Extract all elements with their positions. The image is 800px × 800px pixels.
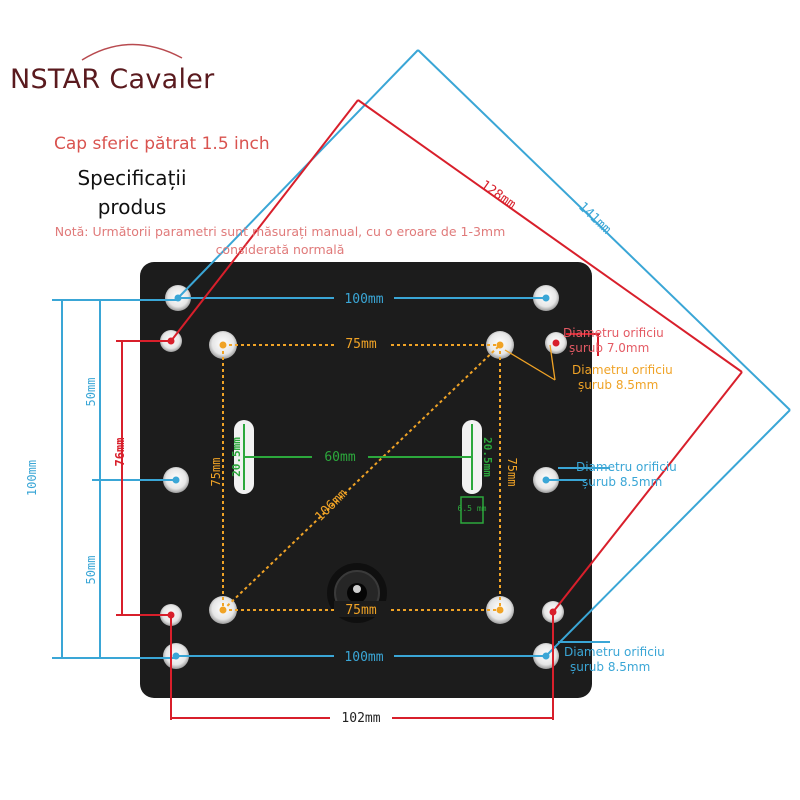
- label-diagonal-red: 128mm: [478, 178, 519, 213]
- label-outer-bottom: 100mm: [344, 650, 383, 665]
- label-diagonal-blue: 141mm: [575, 199, 614, 237]
- label-bg: [312, 449, 368, 465]
- label-bg: [334, 601, 388, 617]
- blue-ext-diag-b: [545, 409, 791, 657]
- brand-title: NSTAR Cavaler: [10, 64, 215, 95]
- label-red-bottom: 102mm: [341, 711, 380, 726]
- slot-width-box: [460, 496, 484, 524]
- dot: [172, 652, 180, 660]
- spec-title: Specificații produs: [77, 166, 187, 219]
- measurement-note: Notă: Următorii parametri sunt măsurați …: [54, 224, 506, 257]
- dot: [219, 341, 227, 349]
- red-lines: [116, 99, 743, 720]
- callout-screw-85-blue-mid: Diametru orificiu șurub 8.5mm: [576, 460, 681, 489]
- label-red-vertical: 76mm: [113, 438, 127, 467]
- center-hole-highlight: [353, 585, 361, 593]
- product-subtitle: Cap sferic pătrat 1.5 inch: [54, 134, 270, 154]
- red-ext-diag-a: [170, 99, 359, 342]
- blue-141-line: [417, 49, 791, 411]
- label-half-lower: 50mm: [84, 556, 98, 585]
- label-orange-left: 75mm: [209, 458, 223, 487]
- callout-screw-7-text-line2: șurub 7.0mm: [569, 341, 649, 355]
- label-orange-bottom: 75mm: [345, 603, 376, 618]
- label-outer-top: 100mm: [344, 292, 383, 307]
- callout-screw-7-text: Diametru orificiu: [563, 326, 664, 340]
- blue-dots: [172, 294, 550, 660]
- callout-screw-85-blue-bottom-text-line2: șurub 8.5mm: [570, 660, 650, 674]
- label-bg: [330, 710, 392, 726]
- dot: [167, 611, 175, 619]
- orange-callout-a: [504, 349, 556, 381]
- callout-screw-85-orange: Diametru orificiu șurub 8.5mm: [572, 363, 677, 392]
- callout-screw-85-blue-bottom: Diametru orificiu șurub 8.5mm: [564, 645, 669, 674]
- dot: [219, 606, 227, 614]
- red-128-line: [357, 99, 743, 373]
- dot: [496, 606, 504, 614]
- label-orange-top: 75mm: [345, 337, 376, 352]
- callout-screw-85-blue-mid-text-line2: șurub 8.5mm: [582, 475, 662, 489]
- label-bg: [334, 290, 394, 306]
- dot: [167, 337, 175, 345]
- dot: [496, 341, 504, 349]
- dot: [542, 294, 550, 302]
- dot: [542, 476, 550, 484]
- brand-arc: [81, 43, 183, 61]
- label-slot-width: 6.5 mm: [458, 504, 487, 513]
- label-half-upper: 50mm: [84, 378, 98, 407]
- dot: [542, 652, 550, 660]
- callout-screw-7: Diametru orificiu șurub 7.0mm: [563, 326, 668, 355]
- orange-dots: [219, 341, 504, 614]
- label-orange-right: 75mm: [505, 458, 519, 487]
- orange-callouts: [504, 344, 556, 381]
- label-bg: [334, 335, 388, 351]
- label-slot-right: 20.5mm: [481, 437, 494, 477]
- dot: [174, 294, 182, 302]
- orange-callout-b: [549, 344, 556, 381]
- blue-ext-diag-a: [177, 49, 419, 299]
- label-outer-left: 100mm: [25, 460, 39, 496]
- dot: [172, 476, 180, 484]
- dot: [552, 339, 560, 347]
- mounting-plate: [140, 262, 592, 698]
- orange-diagonal-line: [222, 344, 501, 611]
- label-green-mid: 60mm: [324, 450, 355, 465]
- callout-labels: Diametru orificiu șurub 7.0mm Diametru o…: [563, 326, 681, 674]
- callout-screw-85-blue-mid-text: Diametru orificiu: [576, 460, 677, 474]
- callout-screw-85-orange-text: Diametru orificiu: [572, 363, 673, 377]
- label-slot-left: 20.5mm: [230, 437, 243, 477]
- label-bg: [334, 648, 394, 664]
- callout-screw-85-orange-text-line2: șurub 8.5mm: [578, 378, 658, 392]
- red-ext-diag-b: [552, 371, 743, 613]
- callout-screw-85-blue-bottom-text: Diametru orificiu: [564, 645, 665, 659]
- label-backgrounds: [312, 290, 394, 726]
- red-dots: [167, 337, 560, 619]
- dot: [549, 608, 557, 616]
